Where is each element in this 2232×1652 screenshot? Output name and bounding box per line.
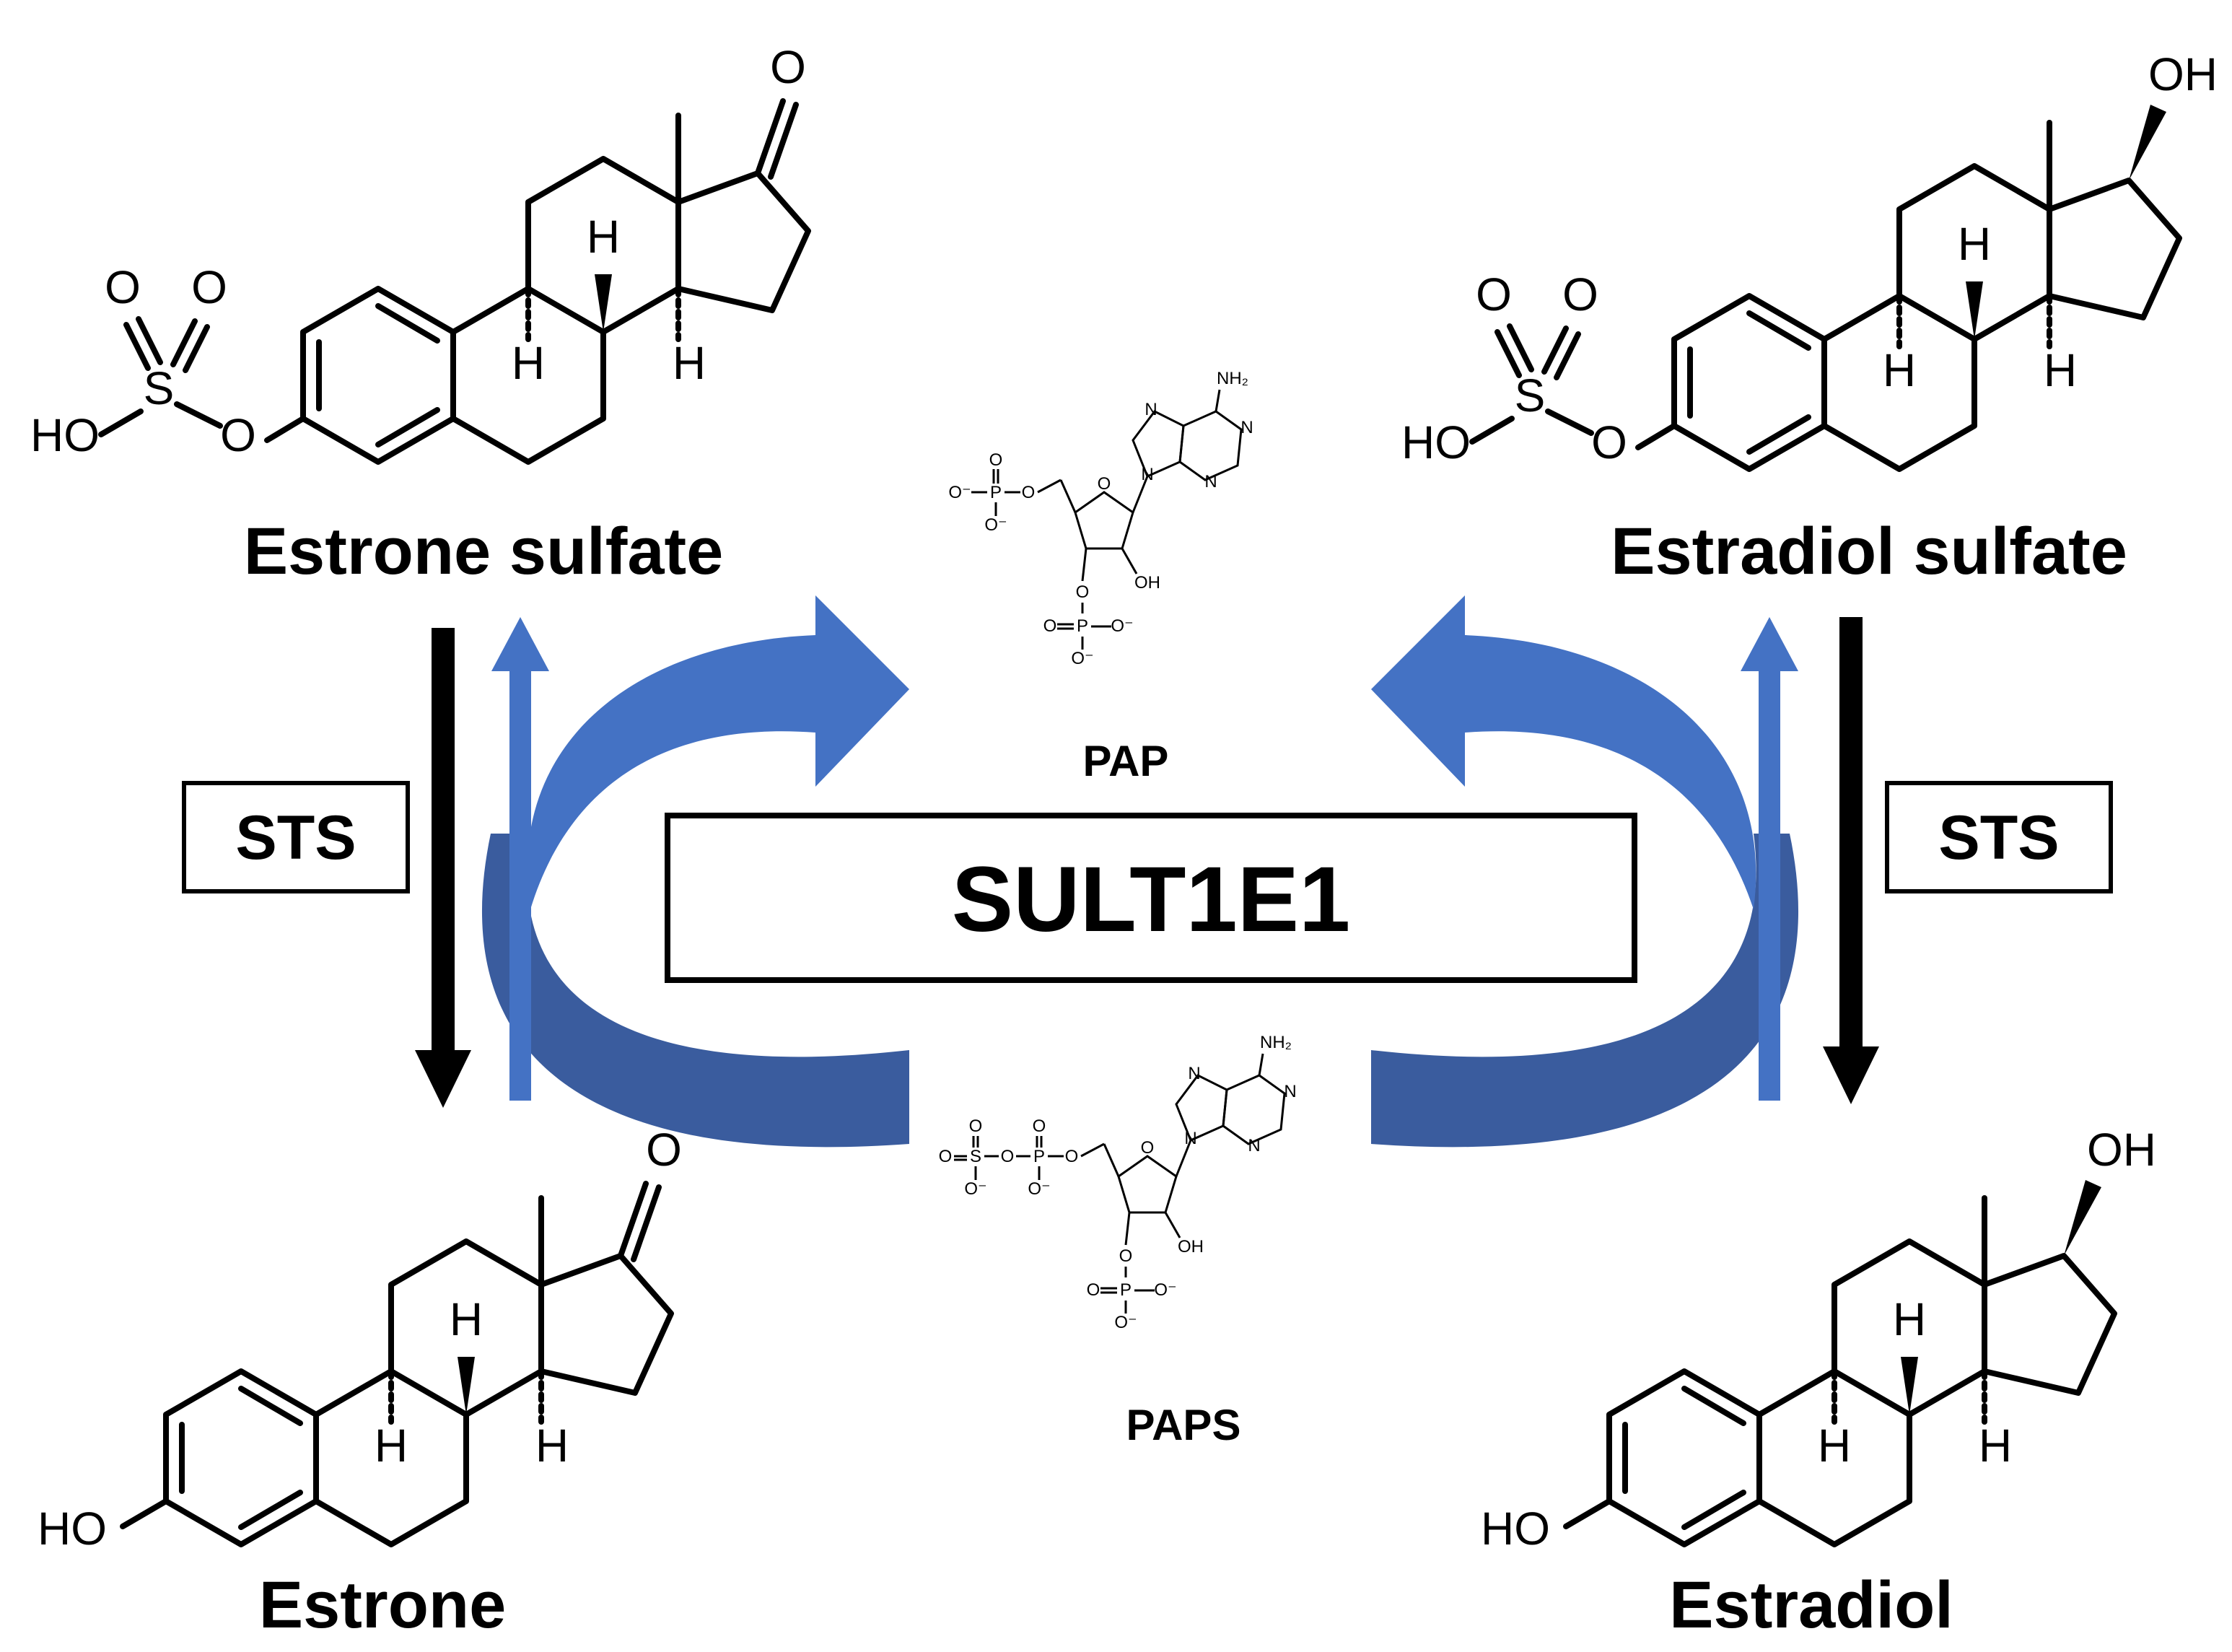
svg-text:NH₂: NH₂ [1217,369,1248,388]
hydroxyl-label: HO [38,1503,107,1555]
svg-text:O: O [1119,1246,1133,1266]
svg-text:P: P [1033,1147,1045,1166]
h-label: H [587,211,620,263]
estrone-sulfate-structure: O H H H O S O O HO [30,41,808,462]
estradiol-structure: OH H H H HO [1481,1124,2156,1555]
left-sts-box [182,781,410,893]
svg-text:O: O [1141,1138,1155,1158]
svg-text:O⁻: O⁻ [1071,649,1093,668]
sulfur-atom: S [144,362,175,414]
sult-cycle-arrow-right-bottom [1371,834,1799,1148]
sult-cycle-arrow-left-bottom [481,834,909,1148]
h-label: H [535,1420,569,1472]
svg-text:P: P [1120,1280,1132,1300]
svg-text:N: N [1240,418,1253,437]
paps-structure: O S O O⁻ O P O O⁻ O O OH O P O O⁻ O⁻ [939,1033,1297,1332]
svg-text:O⁻: O⁻ [984,515,1007,535]
h-label: H [1893,1293,1926,1345]
svg-text:N: N [1188,1064,1200,1083]
svg-text:O: O [1098,474,1111,494]
svg-text:P: P [1077,616,1088,636]
svg-text:O: O [1076,582,1090,602]
h-label: H [673,337,706,389]
estrone-structure: O H H H HO [38,1124,682,1555]
h-label: H [450,1293,483,1345]
estrone-sulfate-label: Estrone sulfate [244,515,724,588]
paps-label: PAPS [1126,1401,1241,1449]
right-sts-box [1885,781,2113,893]
svg-text:O: O [1022,483,1036,502]
svg-text:N: N [1141,465,1153,484]
svg-text:OH: OH [1134,573,1160,593]
h-label: H [1818,1420,1851,1472]
svg-text:P: P [990,483,1002,502]
svg-text:O⁻: O⁻ [1111,616,1133,636]
svg-text:S: S [970,1147,981,1166]
ester-oxygen: O [220,409,256,461]
h-label: H [1883,344,1916,396]
sulfonyl-oxygen: O [105,261,141,313]
sult-cycle-arrow-left-top [527,595,909,909]
estradiol-label: Estradiol [1669,1568,1953,1642]
svg-text:O: O [969,1116,983,1136]
estradiol-sulfate-label: Estradiol sulfate [1611,515,2127,588]
hydroxyl-label: OH [2087,1124,2156,1176]
svg-text:OH: OH [1178,1237,1204,1257]
ketone-oxygen: O [770,41,806,93]
sult1e1-box [665,813,1637,983]
right-sts-arrow [1823,617,1879,1104]
pap-structure: O⁻ P O O⁻ O O OH O P O O⁻ O⁻ N N N N [948,369,1253,668]
right-sts-label: STS [1938,803,2059,873]
sulfonyl-oxygen: O [1476,268,1512,320]
estrone-label: Estrone [259,1568,507,1642]
right-sulfation-arrow [1741,617,1798,1101]
svg-text:N: N [1184,1129,1196,1148]
hydroxyl-label: HO [30,409,100,461]
svg-text:O: O [1001,1147,1015,1166]
hydroxyl-label: HO [1401,416,1471,468]
left-sts-label: STS [235,803,356,873]
left-sulfation-arrow [491,617,549,1101]
ketone-oxygen: O [646,1124,682,1176]
svg-text:O⁻: O⁻ [1028,1179,1050,1199]
hydroxyl-label: OH [2148,48,2218,100]
svg-text:O: O [1065,1147,1079,1166]
svg-text:N: N [1284,1082,1296,1101]
estradiol-sulfate-structure: OH H H H O S O O HO [1401,48,2218,469]
h-label: H [1979,1420,2012,1472]
svg-text:O⁻: O⁻ [948,483,971,502]
svg-text:N: N [1204,472,1217,491]
pap-label: PAP [1083,737,1169,785]
sulfonyl-oxygen: O [191,261,227,313]
sult1e1-label: SULT1E1 [952,848,1350,951]
svg-text:N: N [1248,1136,1260,1155]
sult-cycle-arrow-right-top [1371,595,1756,909]
svg-text:O⁻: O⁻ [1154,1280,1176,1300]
svg-text:N: N [1145,400,1157,419]
hydroxyl-label: HO [1481,1503,1550,1555]
left-sts-arrow [415,628,471,1108]
svg-text:O⁻: O⁻ [964,1179,986,1199]
svg-text:NH₂: NH₂ [1260,1033,1292,1052]
svg-text:O⁻: O⁻ [1114,1313,1137,1332]
h-label: H [2044,344,2077,396]
h-label: H [375,1420,408,1472]
h-label: H [512,337,545,389]
svg-text:O: O [1033,1116,1046,1136]
sulfonyl-oxygen: O [1562,268,1598,320]
h-label: H [1958,218,1991,270]
svg-text:O: O [939,1147,953,1166]
svg-text:O: O [1043,616,1057,636]
svg-text:O: O [1087,1280,1100,1300]
svg-text:O: O [989,450,1003,470]
sulfur-atom: S [1515,370,1546,421]
ester-oxygen: O [1591,416,1627,468]
